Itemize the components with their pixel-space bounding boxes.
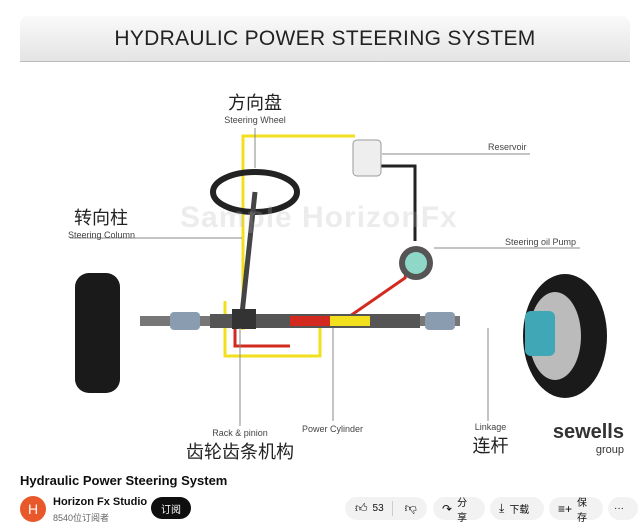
- video-player[interactable]: HYDRAULIC POWER STEERING SYSTEM Sample H…: [20, 16, 630, 463]
- like-count: 53: [372, 503, 384, 514]
- thumbs-up-icon: 👍︎: [355, 501, 368, 515]
- watermark: Sample HorizonFx: [180, 201, 458, 234]
- label-en: Steering Column: [68, 230, 136, 240]
- label-en: Steering Wheel: [224, 115, 286, 125]
- like-button[interactable]: 👍︎ 53: [345, 501, 393, 516]
- steering-column-label: 转向柱 Steering Column: [68, 204, 135, 240]
- steering-column-icon: [239, 191, 258, 315]
- channel-avatar[interactable]: H: [20, 496, 46, 522]
- power-cylinder-label: Power Cylinder: [302, 424, 364, 434]
- label-zh: 齿轮齿条机构: [186, 442, 294, 463]
- power-cylinder-icon: [290, 316, 330, 326]
- label-zh: 连杆: [472, 436, 509, 457]
- download-button[interactable]: ⤓ 下载: [490, 497, 544, 520]
- label-en: Linkage: [474, 422, 507, 432]
- save-button[interactable]: ≡+ 保存: [549, 497, 603, 524]
- share-button[interactable]: ↷ 分享: [433, 497, 485, 524]
- pinion-icon: [232, 309, 256, 329]
- steering-wheel-label: 方向盘 Steering Wheel: [215, 89, 295, 125]
- share-label: 分享: [457, 497, 468, 524]
- share-icon: ↷: [442, 501, 453, 516]
- like-dislike-group: 👍︎ 53 👎︎: [345, 497, 427, 520]
- save-label: 保存: [577, 497, 588, 524]
- sewells-logo: sewells group: [552, 421, 624, 459]
- slide-title: HYDRAULIC POWER STEERING SYSTEM: [20, 16, 630, 62]
- subscribe-button[interactable]: 订阅: [151, 497, 191, 519]
- channel-name[interactable]: Horizon Fx Studio: [53, 496, 148, 508]
- rack-pinion-label: Rack & pinion 齿轮齿条机构: [175, 428, 305, 463]
- left-tire-icon: [75, 273, 120, 393]
- pump-label: Steering oil Pump: [505, 237, 577, 247]
- download-label: 下载: [509, 505, 530, 516]
- playlist-add-icon: ≡+: [558, 501, 573, 516]
- download-icon: ⤓: [499, 501, 505, 515]
- more-actions-button[interactable]: ···: [608, 497, 638, 520]
- video-title: Hydraulic Power Steering System: [20, 473, 228, 488]
- dislike-button[interactable]: 👎︎: [404, 501, 417, 515]
- fluid-line: [223, 301, 322, 358]
- suction-line: [380, 164, 417, 241]
- steering-diagram: [70, 128, 607, 426]
- logo-name: sewells: [552, 421, 624, 443]
- subscriber-count: 8540位订阅者: [53, 513, 110, 523]
- label-zh: 转向柱: [74, 208, 128, 229]
- linkage-label: Linkage 连杆: [468, 422, 513, 458]
- label-en: Rack & pinion: [212, 428, 268, 438]
- reservoir-label: Reservoir: [488, 142, 527, 152]
- logo-sub: group: [595, 444, 624, 456]
- reservoir-icon: [352, 139, 382, 177]
- return-line: [241, 134, 355, 330]
- label-zh: 方向盘: [228, 93, 282, 114]
